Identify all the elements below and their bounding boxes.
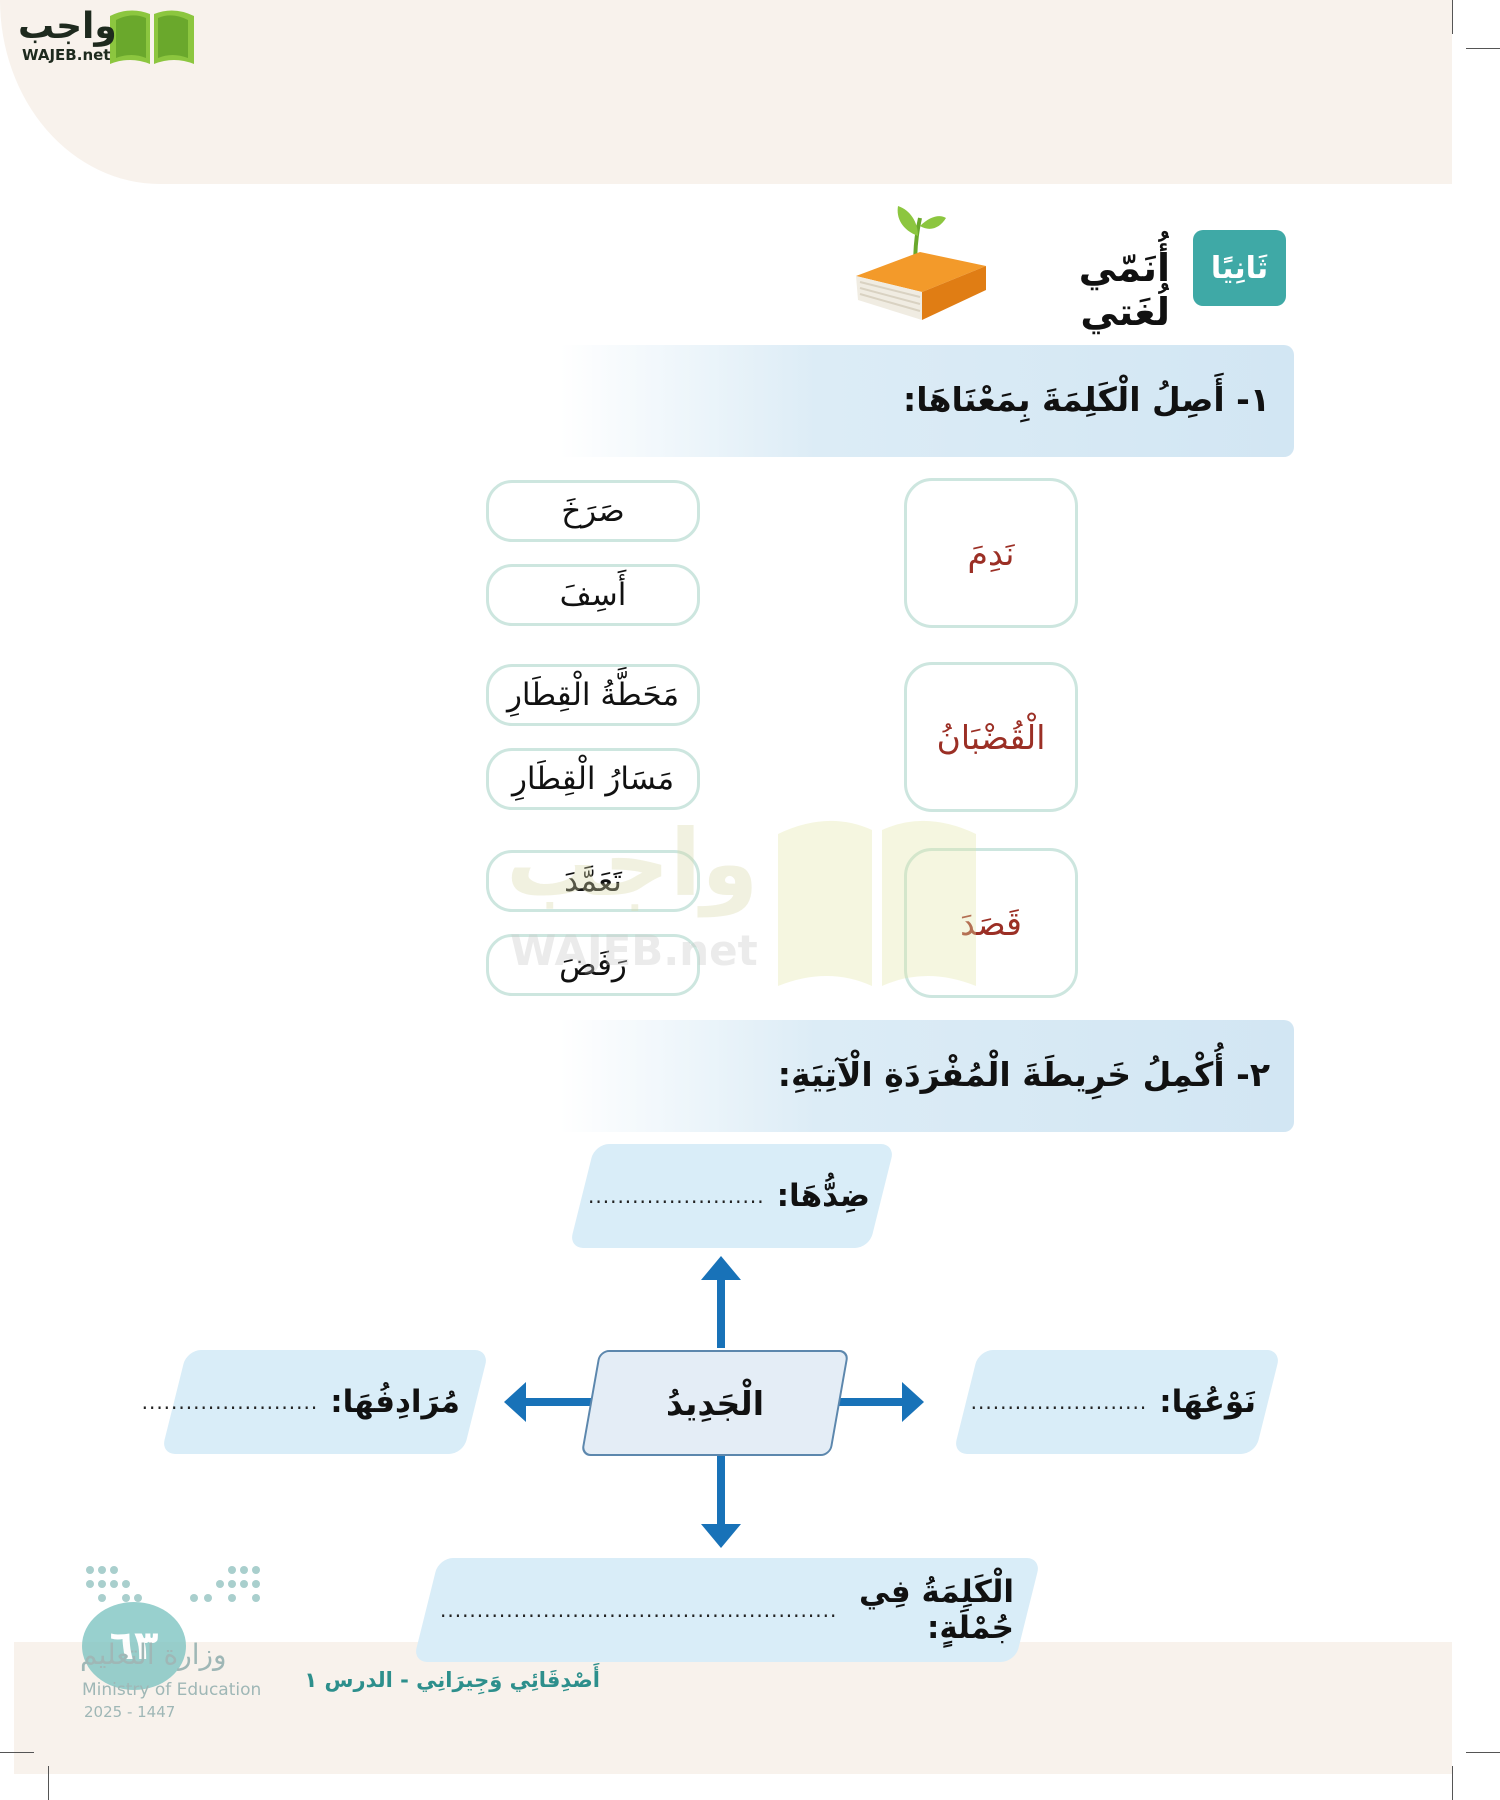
center-word: الْجَدِيدُ [666, 1383, 765, 1423]
ministry-logo-dots [86, 1566, 260, 1602]
crop-mark [1452, 1766, 1453, 1800]
lesson-footer: أَصْدِقَائِي وَجِيرَانِي - الدرس ١ [304, 1668, 600, 1692]
arrow-lines [504, 1256, 924, 1548]
meaning-box[interactable]: تَعَمَّدَ [486, 850, 700, 912]
bottom-band [14, 1642, 1452, 1774]
word-box[interactable]: قَصَدَ [904, 848, 1078, 998]
crop-mark [48, 1766, 49, 1800]
book-icon [110, 10, 194, 65]
type-dots: ........................ [970, 1390, 1148, 1414]
synonym-dots: ........................ [141, 1390, 319, 1414]
question1-bar [560, 345, 1294, 457]
ministry-arabic: وزارة التعليم [80, 1638, 227, 1671]
word-box[interactable]: الْقُضْبَانُ [904, 662, 1078, 812]
crop-mark [1452, 0, 1453, 34]
logo-latin-text: WAJEB.net [22, 46, 111, 64]
antonym-field[interactable]: ضِدُّهَا: ........................ [588, 1144, 870, 1248]
section-badge: ثَانِيًا [1193, 230, 1286, 306]
type-field[interactable]: نَوْعُهَا: ........................ [971, 1350, 1256, 1454]
antonym-dots: ........................ [588, 1184, 765, 1208]
question2-bar [560, 1020, 1294, 1132]
crop-mark [1466, 48, 1500, 49]
meaning-box[interactable]: صَرَخَ [486, 480, 700, 542]
crop-mark [0, 1752, 34, 1753]
word-box[interactable]: نَدِمَ [904, 478, 1078, 628]
ministry-english: Ministry of Education [82, 1680, 262, 1700]
ministry-year: 2025 - 1447 [84, 1703, 176, 1721]
question2-text: ٢- أُكْمِلُ خَرِيطَةَ الْمُفْرَدَةِ الْآ… [777, 1055, 1270, 1094]
meaning-box[interactable]: مَسَارُ الْقِطَارِ [486, 748, 700, 810]
brand-logo: واجب WAJEB.net [8, 4, 194, 68]
type-label: نَوْعُهَا: [1159, 1384, 1256, 1420]
antonym-label: ضِدُّهَا: [776, 1178, 870, 1214]
synonym-label: مُرَادِفُهَا: [330, 1384, 460, 1420]
book-sprout-icon [856, 206, 986, 320]
sentence-label: الْكَلِمَةُ فِي جُمْلَةٍ: [859, 1574, 1014, 1646]
synonym-field[interactable]: مُرَادِفُهَا: ........................ [142, 1350, 460, 1454]
meaning-box[interactable]: رَفَضَ [486, 934, 700, 996]
section-title: أُنَمّي لُغَتي [1078, 246, 1170, 334]
sentence-dots: ........................................… [440, 1598, 838, 1622]
question1-text: ١- أَصِلُ الْكَلِمَةَ بِمَعْنَاهَا: [903, 380, 1270, 419]
logo-arabic-text: واجب [18, 6, 117, 47]
page-number: ٦٣ [82, 1602, 186, 1690]
sentence-field[interactable]: الْكَلِمَةُ فِي جُمْلَةٍ: ..............… [440, 1558, 1014, 1662]
top-band [0, 0, 1452, 184]
meaning-box[interactable]: أَسِفَ [486, 564, 700, 626]
crop-mark [1466, 1752, 1500, 1753]
meaning-box[interactable]: مَحَطَّةُ الْقِطَارِ [486, 664, 700, 726]
